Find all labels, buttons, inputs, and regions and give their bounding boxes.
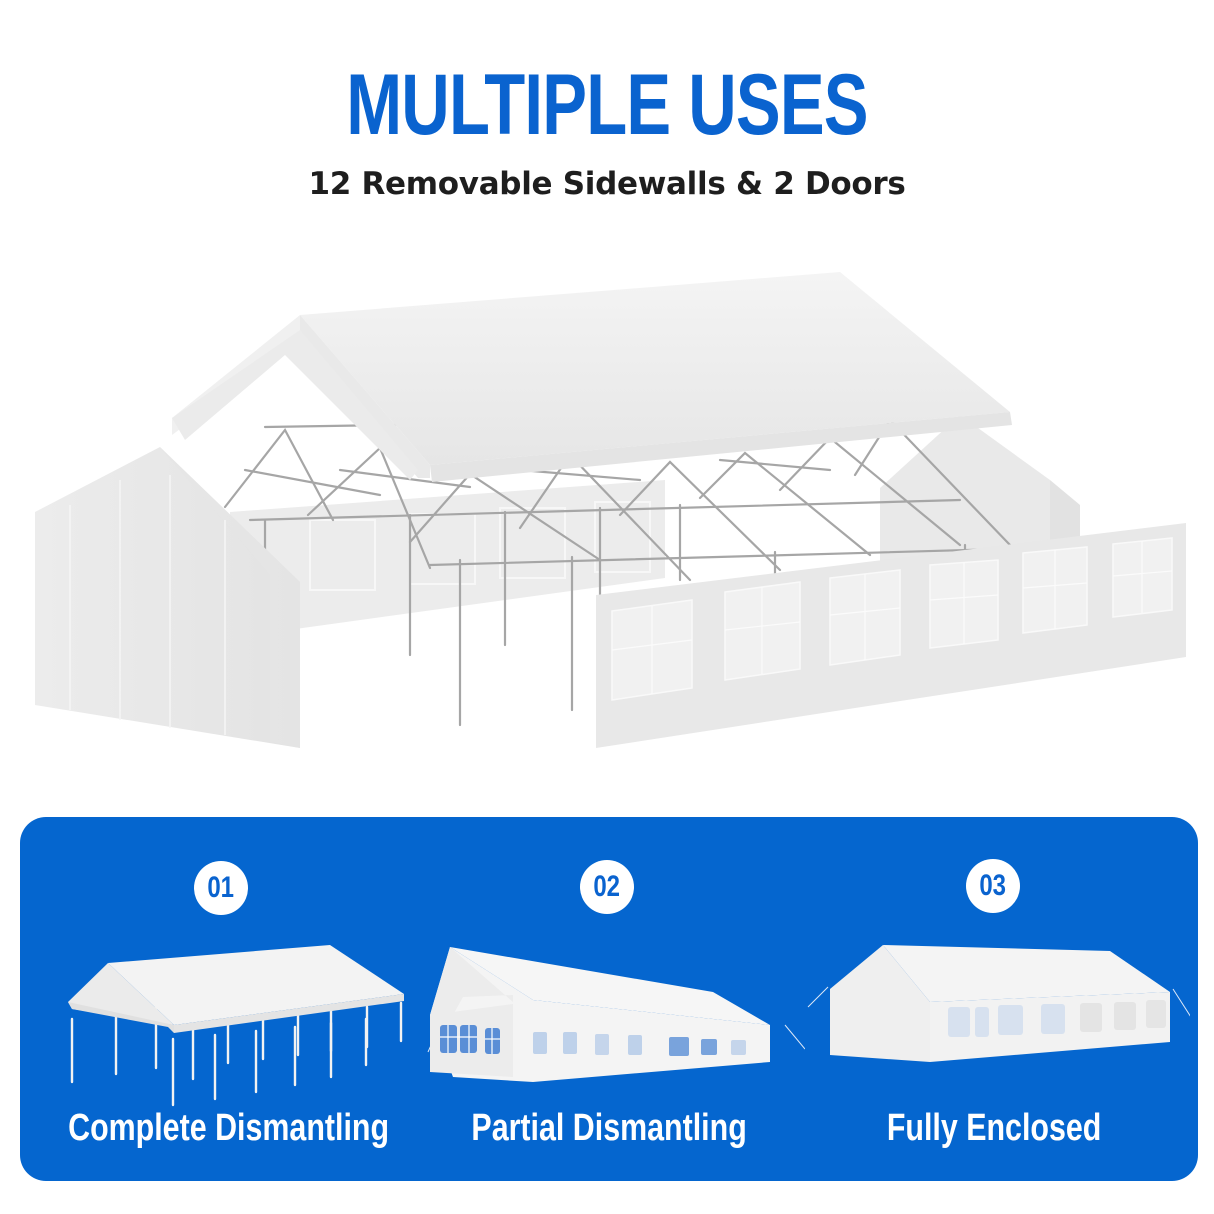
- frame-tent-canopy-only-icon: [68, 945, 404, 1107]
- mode-card-partial-dismantling: 02: [413, 817, 805, 1181]
- page-subtitle: 12 Removable Sidewalls & 2 Doors: [308, 166, 906, 202]
- mode-card-complete-dismantling: 01: [28, 817, 420, 1181]
- mode-card-fully-enclosed: 03 Fully Enclosed: [798, 817, 1190, 1181]
- exploded-party-tent-icon: [35, 272, 1186, 748]
- mode-label: Fully Enclosed: [886, 1107, 1102, 1149]
- tent-with-open-end-icon: [427, 947, 805, 1082]
- mode-label: Partial Dismantling: [471, 1107, 747, 1149]
- modes-panel: 01: [20, 817, 1198, 1181]
- step-number: 03: [979, 869, 1007, 902]
- tent-fully-enclosed-icon: [807, 945, 1190, 1062]
- mode-label: Complete Dismantling: [68, 1107, 390, 1149]
- page-title: MULTIPLE USES: [346, 57, 868, 153]
- step-number: 02: [593, 870, 621, 903]
- step-badge-03: 03: [966, 859, 1020, 913]
- step-badge-01: 01: [194, 861, 248, 915]
- step-badge-02: 02: [580, 860, 634, 914]
- step-number: 01: [207, 871, 235, 904]
